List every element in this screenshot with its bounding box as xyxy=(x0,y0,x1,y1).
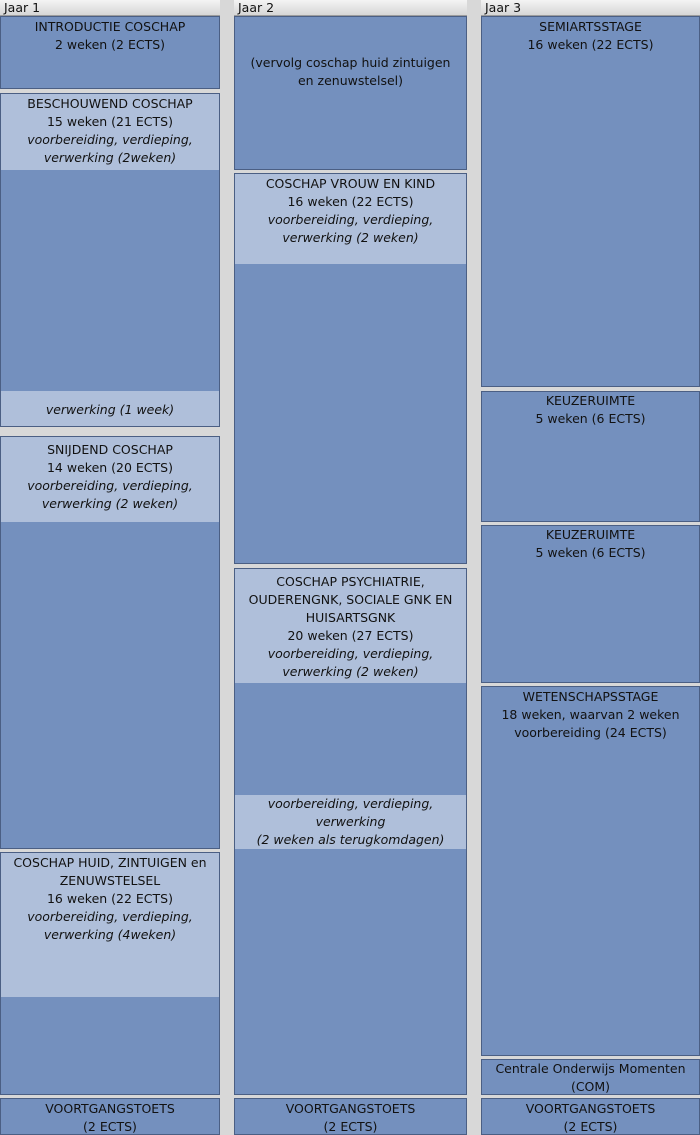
block-semiartsstage: SEMIARTSSTAGE 16 weken (22 ECTS) xyxy=(481,16,700,387)
block-note: verwerking (2 weken) xyxy=(41,496,179,511)
block-duration: (2 ECTS) xyxy=(323,1119,378,1134)
highlight-top xyxy=(235,174,466,264)
block-vervolg-coschap-huid: (vervolg coschap huid zintuigen en zenuw… xyxy=(234,16,467,170)
block-coschap-huid: COSCHAP HUID, ZINTUIGEN en ZENUWSTELSEL … xyxy=(0,852,220,1095)
highlight-top xyxy=(1,94,219,170)
block-title: OUDERENGNK, SOCIALE GNK EN xyxy=(248,592,453,607)
block-duration: 18 weken, waarvan 2 weken xyxy=(501,707,680,722)
block-beschouwend-coschap: BESCHOUWEND COSCHAP 15 weken (21 ECTS) v… xyxy=(0,93,220,427)
block-title: KEUZERUIMTE xyxy=(545,527,636,542)
block-voortgangstoets: VOORTGANGSTOETS (2 ECTS) xyxy=(0,1098,220,1135)
column-header: Jaar 1 xyxy=(0,0,220,16)
block-duration: 16 weken (22 ECTS) xyxy=(527,37,654,52)
block-title: COSCHAP VROUW EN KIND xyxy=(265,176,436,191)
block-duration: voorbereiding (24 ECTS) xyxy=(514,725,667,740)
highlight-middle xyxy=(235,795,466,849)
block-title: COSCHAP PSYCHIATRIE, xyxy=(276,574,425,589)
block-note: verwerking (4weken) xyxy=(43,927,177,942)
block-duration: 16 weken (22 ECTS) xyxy=(46,891,173,906)
block-coschap-psychiatrie: COSCHAP PSYCHIATRIE, OUDERENGNK, SOCIALE… xyxy=(234,568,467,1095)
block-note-middle: voorbereiding, verdieping, xyxy=(267,796,434,811)
block-voortgangstoets: VOORTGANGSTOETS (2 ECTS) xyxy=(234,1098,467,1135)
block-title: SEMIARTSSTAGE xyxy=(539,19,642,34)
block-duration: 14 weken (20 ECTS) xyxy=(46,460,173,475)
block-note-bottom: verwerking (1 week) xyxy=(45,402,175,417)
block-note-middle: (2 weken als terugkomdagen) xyxy=(256,832,445,847)
block-note: verwerking (2 weken) xyxy=(282,230,419,245)
block-note: voorbereiding, verdieping, xyxy=(27,478,193,493)
block-title: Centrale Onderwijs Momenten xyxy=(495,1061,686,1076)
block-duration: (2 ECTS) xyxy=(563,1119,618,1134)
block-duration: 2 weken (2 ECTS) xyxy=(54,37,166,52)
block-title: COSCHAP HUID, ZINTUIGEN en xyxy=(13,855,207,870)
block-note: verwerking (2 weken) xyxy=(282,664,419,679)
block-title: INTRODUCTIE COSCHAP xyxy=(34,19,186,34)
block-centrale-onderwijs-momenten: Centrale Onderwijs Momenten (COM) xyxy=(481,1059,700,1095)
column-jaar-1: Jaar 1 INTRODUCTIE COSCHAP 2 weken (2 EC… xyxy=(0,0,220,1135)
block-duration: 20 weken (27 ECTS) xyxy=(287,628,414,643)
block-title: SNIJDEND COSCHAP xyxy=(47,442,173,457)
block-duration: 15 weken (21 ECTS) xyxy=(46,114,173,129)
column-header: Jaar 2 xyxy=(234,0,467,16)
block-title: HUISARTSGNK xyxy=(305,610,396,625)
block-note: voorbereiding, verdieping, xyxy=(27,909,193,924)
block-title: en zenuwstelsel) xyxy=(297,73,404,88)
block-title: VOORTGANGSTOETS xyxy=(45,1101,175,1116)
block-duration: (2 ECTS) xyxy=(83,1119,137,1134)
block-note: voorbereiding, verdieping, xyxy=(27,132,193,147)
highlight-top xyxy=(235,569,466,683)
block-keuzeruimte-2: KEUZERUIMTE 5 weken (6 ECTS) xyxy=(481,525,700,683)
block-duration: 5 weken (6 ECTS) xyxy=(535,545,646,560)
column-jaar-3: Jaar 3 SEMIARTSSTAGE 16 weken (22 ECTS) … xyxy=(481,0,700,1135)
block-duration: 5 weken (6 ECTS) xyxy=(535,411,646,426)
block-keuzeruimte-1: KEUZERUIMTE 5 weken (6 ECTS) xyxy=(481,391,700,522)
block-duration: 16 weken (22 ECTS) xyxy=(287,194,414,209)
highlight-top xyxy=(1,437,219,522)
block-note: voorbereiding, verdieping, xyxy=(267,212,434,227)
block-title: VOORTGANGSTOETS xyxy=(525,1101,656,1116)
highlight-bottom xyxy=(1,391,219,426)
block-title: KEUZERUIMTE xyxy=(545,393,636,408)
block-coschap-vrouw-en-kind: COSCHAP VROUW EN KIND 16 weken (22 ECTS)… xyxy=(234,173,467,564)
block-wetenschapsstage: WETENSCHAPSSTAGE 18 weken, waarvan 2 wek… xyxy=(481,686,700,1056)
block-title: BESCHOUWEND COSCHAP xyxy=(27,96,193,111)
block-note: voorbereiding, verdieping, xyxy=(267,646,434,661)
column-jaar-2: Jaar 2 (vervolg coschap huid zintuigen e… xyxy=(234,0,467,1135)
block-title: (vervolg coschap huid zintuigen xyxy=(250,55,451,70)
block-note: verwerking (2weken) xyxy=(43,150,177,165)
block-snijdend-coschap: SNIJDEND COSCHAP 14 weken (20 ECTS) voor… xyxy=(0,436,220,849)
block-title: (COM) xyxy=(570,1079,611,1094)
block-title: VOORTGANGSTOETS xyxy=(285,1101,416,1116)
block-introductie-coschap: INTRODUCTIE COSCHAP 2 weken (2 ECTS) xyxy=(0,16,220,89)
block-note-middle: verwerking xyxy=(315,814,386,829)
block-voortgangstoets: VOORTGANGSTOETS (2 ECTS) xyxy=(481,1098,700,1135)
block-title: ZENUWSTELSEL xyxy=(59,873,161,888)
block-title: WETENSCHAPSSTAGE xyxy=(522,689,659,704)
column-header: Jaar 3 xyxy=(481,0,700,16)
highlight-top xyxy=(1,853,219,997)
